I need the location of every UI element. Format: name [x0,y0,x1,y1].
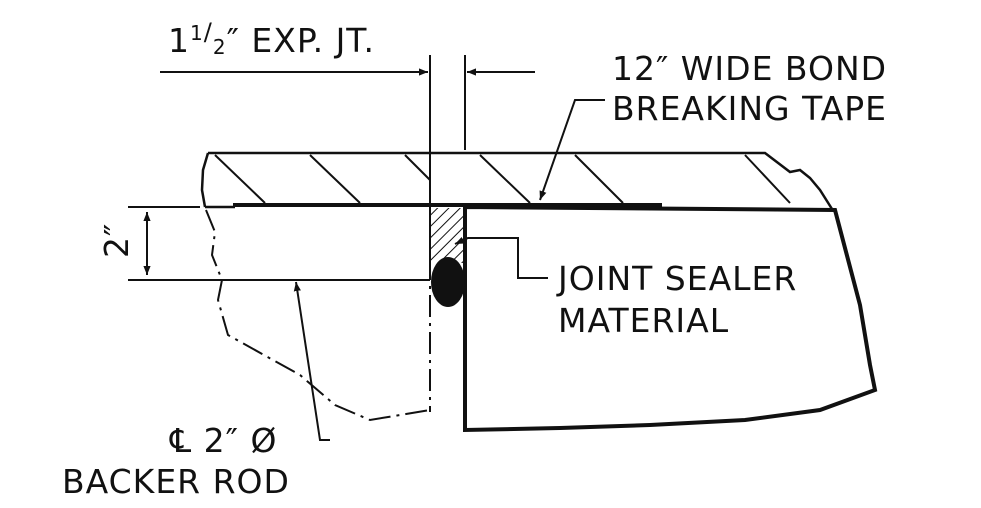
top-slab [200,151,834,210]
right-slab-outline [463,205,878,433]
backer-rod-label-line1: ℄ 2″ Ø [169,421,277,460]
exp-jt-label: 11/2″ EXP. JT. [168,18,375,60]
slab-hatch-lines [214,154,791,204]
left-slab-break-line [205,209,431,422]
joint-sealer-leader [454,236,548,279]
backer-rod-label-line2: BACKER ROD [62,462,290,501]
joint-sealer-label-line1: JOINT SEALER [556,259,797,298]
two-inch-dimension-label: 2″ [97,223,136,258]
bond-tape-label-line2: BREAKING TAPE [612,89,887,128]
backer-rod [431,257,465,307]
backer-rod-leader [293,281,330,441]
joint-sealer-hatch [431,208,464,263]
bond-tape-label-line1: 12″ WIDE BOND [612,49,887,88]
bond-tape-leader [539,99,605,201]
joint-sealer-label-line2: MATERIAL [558,301,729,340]
